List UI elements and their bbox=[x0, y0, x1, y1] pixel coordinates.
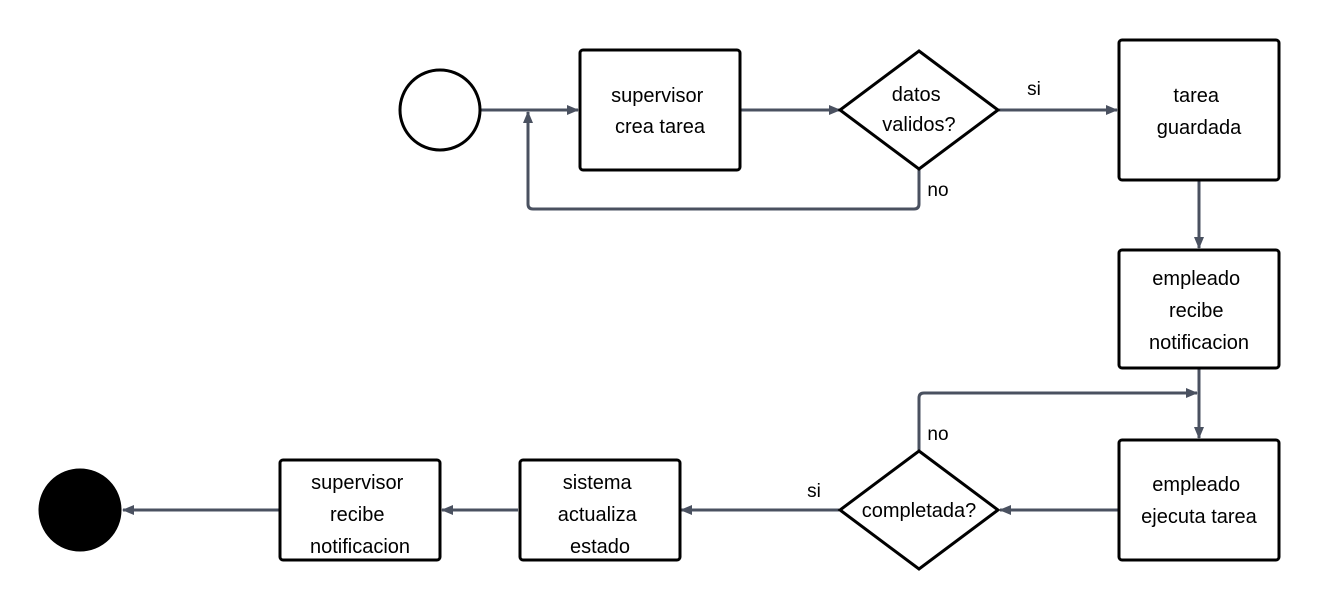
svg-text:supervisor crea tarea: supervisor crea tarea bbox=[611, 85, 709, 138]
edge-datos-validos-no-loop bbox=[523, 111, 921, 211]
svg-text:sistema actualiza: sistema actualiza estado bbox=[558, 472, 643, 558]
node-line: datos bbox=[892, 84, 941, 106]
edge-label-datos-no: no bbox=[927, 180, 948, 201]
start-node bbox=[398, 68, 482, 152]
end-node bbox=[38, 468, 122, 552]
action-sistema-actualiza-estado: sistema actualiza estado bbox=[518, 458, 682, 562]
action-empleado-ejecuta-tarea: empleado ejecuta tarea bbox=[1117, 438, 1281, 562]
node-line: tarea bbox=[1173, 85, 1219, 107]
action-tarea-guardada: tarea guardada bbox=[1117, 38, 1281, 182]
action-empleado-recibe-notificacion: empleado recibe notificacion bbox=[1117, 248, 1281, 370]
node-line: crea tarea bbox=[615, 116, 706, 138]
node-line: validos? bbox=[882, 114, 955, 136]
action-supervisor-crea-tarea: supervisor crea tarea bbox=[578, 48, 742, 172]
node-line: actualiza bbox=[558, 504, 638, 526]
node-line: supervisor bbox=[611, 85, 704, 107]
decision-datos-validos: datos validos? bbox=[837, 49, 1001, 171]
action-supervisor-recibe-notificacion: supervisor recibe notificacion bbox=[278, 458, 442, 562]
nodes: supervisor crea tarea datos validos? tar… bbox=[38, 38, 1281, 571]
edge-label-completada-no: no bbox=[927, 424, 948, 445]
node-line: ejecuta tarea bbox=[1141, 506, 1258, 528]
decision-completada: completada? bbox=[837, 449, 1001, 571]
svg-text:tarea guardada: tarea guardada bbox=[1157, 85, 1242, 139]
node-line: estado bbox=[570, 536, 630, 558]
svg-text:completada?: completada? bbox=[862, 500, 977, 522]
edge-completada-no-loop bbox=[917, 388, 1198, 450]
edges bbox=[122, 105, 1204, 515]
node-line: empleado bbox=[1152, 268, 1240, 290]
node-line: sistema bbox=[563, 472, 633, 494]
node-line: guardada bbox=[1157, 117, 1242, 139]
svg-text:supervisor recibe: supervisor recibe notificacion bbox=[310, 472, 410, 558]
svg-text:empleado recibe: empleado recibe notificacion bbox=[1149, 268, 1249, 354]
edge-labels: si no no si bbox=[807, 79, 1041, 502]
node-line: recibe bbox=[1169, 300, 1223, 322]
node-line: notificacion bbox=[310, 536, 410, 558]
node-line: notificacion bbox=[1149, 332, 1249, 354]
svg-text:datos validos?: datos validos? bbox=[882, 84, 955, 136]
edge-label-datos-si: si bbox=[1027, 79, 1041, 100]
node-line: empleado bbox=[1152, 474, 1240, 496]
edge-label-completada-si: si bbox=[807, 481, 821, 502]
node-line: completada? bbox=[862, 500, 977, 522]
node-line: recibe bbox=[330, 504, 384, 526]
node-line: supervisor bbox=[311, 472, 404, 494]
svg-text:empleado ejecuta tarea: empleado ejecuta tarea bbox=[1141, 474, 1258, 528]
